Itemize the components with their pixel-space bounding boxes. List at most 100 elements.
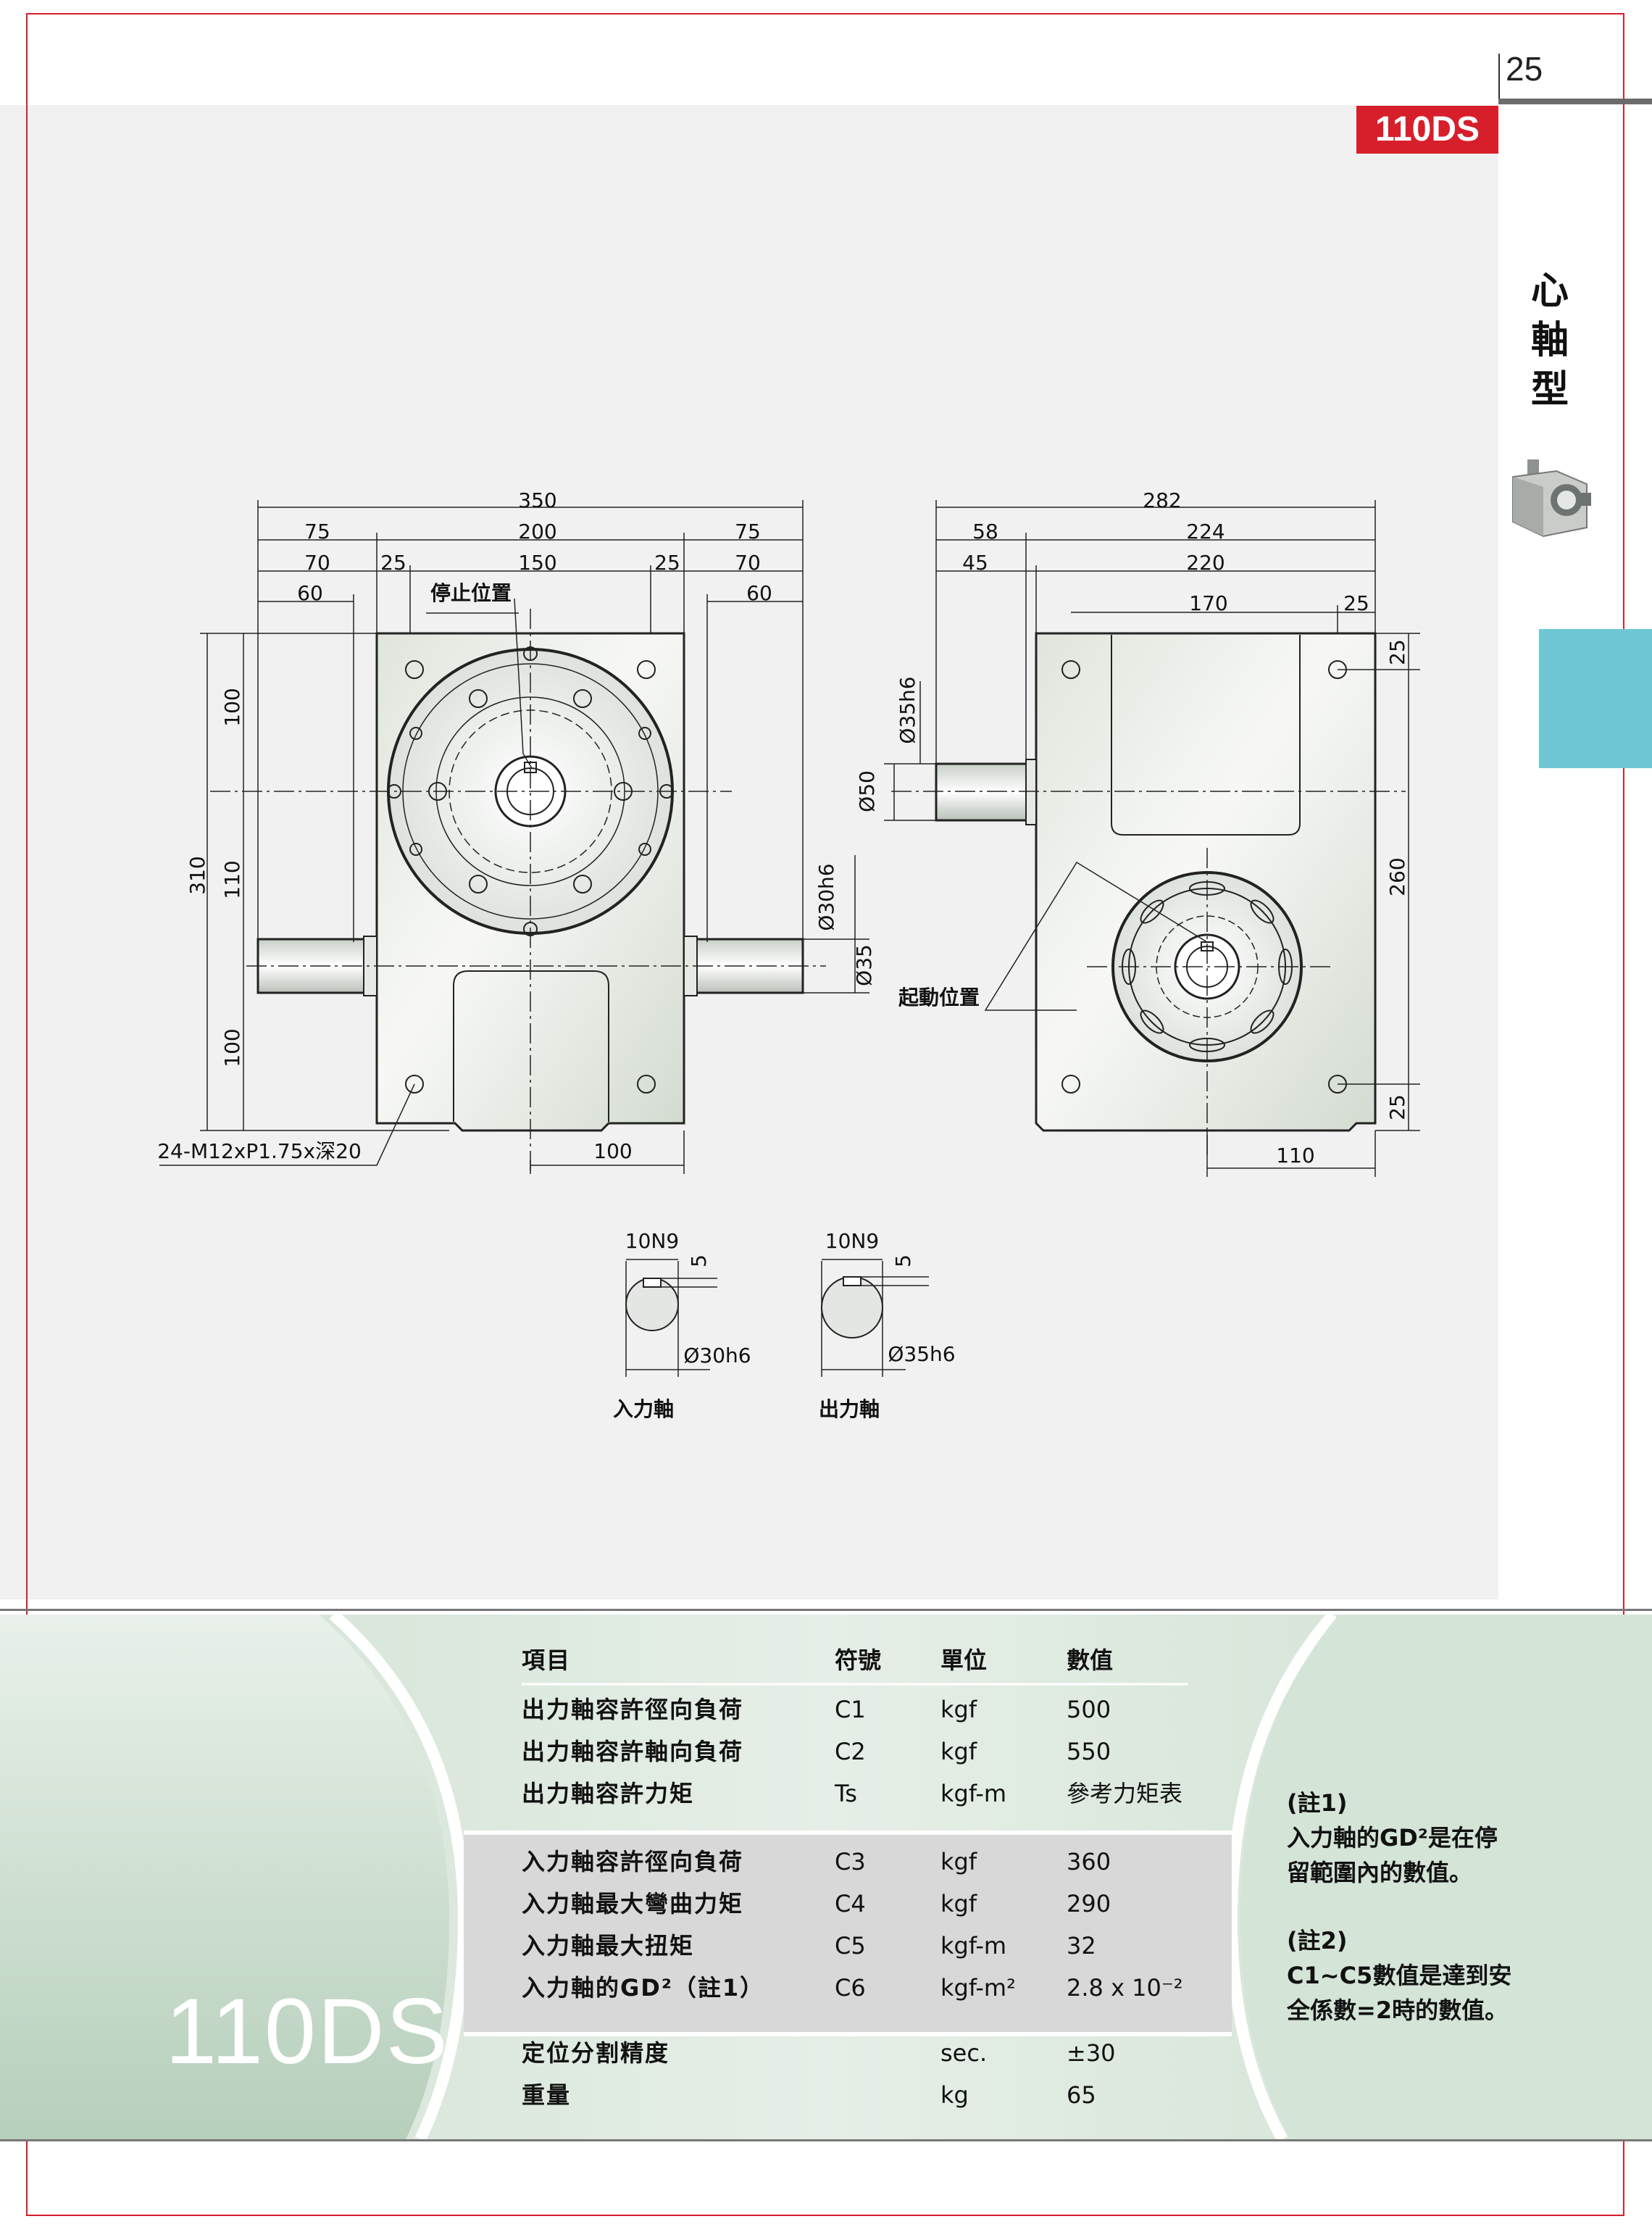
row-value: 550 (1067, 1738, 1111, 1765)
label-stop-position: 停止位置 (430, 581, 512, 605)
spec-top-rule (0, 1609, 1652, 1611)
section-label: 心軸型 (1530, 270, 1569, 412)
dim-75-left: 75 (304, 520, 330, 544)
callout-holes: 24-M12xP1.75x深20 (157, 1139, 362, 1163)
row-item: 入力軸的GD²（註1） (522, 1974, 765, 2002)
dim-100-bottom-front: 100 (593, 1139, 632, 1163)
row-value: 360 (1067, 1848, 1111, 1875)
row-unit: kgf (940, 1738, 977, 1765)
dim-60-left: 60 (297, 581, 323, 605)
row-value: 2.8 x 10⁻² (1067, 1974, 1183, 2002)
dim-58: 58 (972, 520, 998, 544)
indexer-unit-photo-icon (1512, 459, 1591, 538)
dim-45: 45 (962, 551, 988, 575)
row-symbol: C5 (835, 1932, 866, 1960)
dim-25-left: 25 (380, 551, 406, 575)
row-symbol: C3 (835, 1848, 866, 1875)
dim-25-side: 25 (1343, 591, 1369, 615)
dim-200: 200 (518, 520, 556, 544)
row-unit: kg (940, 2081, 969, 2109)
dim-110-side: 110 (1276, 1144, 1314, 1167)
row-symbol: C6 (835, 1974, 866, 2002)
dim-25-right: 25 (654, 551, 680, 575)
caption-output-shaft: 出力軸 (819, 1397, 880, 1421)
row-item: 入力軸最大彎曲力矩 (522, 1890, 744, 1917)
shaft-sections (625, 1259, 929, 1377)
header-symbol: 符號 (835, 1646, 882, 1674)
row-unit: kgf-m (940, 1780, 1007, 1807)
dim-350: 350 (518, 488, 556, 512)
header-unit: 單位 (940, 1646, 988, 1674)
key-input: 10N9 (625, 1229, 679, 1253)
note-1-title: (註1) (1287, 1789, 1348, 1817)
row-value: 290 (1067, 1890, 1111, 1917)
row-item: 出力軸容許徑向負荷 (522, 1696, 744, 1723)
row-unit: kgf (940, 1890, 977, 1917)
depth-output: 5 (891, 1254, 915, 1267)
note-2-title: (註2) (1287, 1927, 1348, 1954)
row-value: 65 (1067, 2081, 1096, 2109)
dim-224: 224 (1186, 520, 1225, 544)
row-symbol: C2 (835, 1738, 866, 1765)
dim-25-side-bottom: 25 (1385, 1094, 1409, 1120)
row-unit: kgf-m² (940, 1974, 1016, 2002)
spec-bottom-rule (0, 2139, 1652, 2141)
series-title: 110DS (165, 1980, 449, 2083)
row-unit: kgf (940, 1696, 977, 1723)
front-lower-pocket (453, 970, 609, 1122)
dim-260: 260 (1385, 857, 1409, 896)
page-number: 25 (1506, 50, 1543, 88)
row-item: 入力軸最大扭矩 (522, 1932, 695, 1960)
spec-band-background (0, 1615, 1652, 2139)
front-corner-holes (405, 660, 656, 1094)
notes: (註1) 入力軸的GD²是在停留範圍內的數值。 (註2) C1~C5數值是達到安… (1287, 1786, 1519, 2061)
dim-220: 220 (1186, 551, 1225, 575)
row-item: 入力軸容許徑向負荷 (522, 1848, 744, 1875)
row-value: ±30 (1067, 2039, 1116, 2067)
row-value: 參考力矩表 (1067, 1780, 1183, 1807)
dim-150: 150 (518, 551, 556, 575)
dim-100-top: 100 (220, 688, 244, 726)
dim-35: Ø35 (852, 944, 876, 986)
row-unit: kgf-m (940, 1932, 1007, 1960)
caption-input-shaft: 入力軸 (613, 1397, 674, 1421)
dim-70-left: 70 (304, 551, 330, 575)
row-item: 出力軸容許軸向負荷 (522, 1738, 744, 1765)
note-2: (註2) C1~C5數值是達到安全係數=2時的數值。 (1287, 1923, 1519, 2028)
dim-282: 282 (1143, 488, 1181, 512)
section-tab (1539, 629, 1652, 768)
label-start-position: 起動位置 (898, 986, 980, 1009)
header-item: 項目 (522, 1646, 572, 1674)
dim-100-bottom: 100 (220, 1028, 244, 1067)
page-number-rule (1498, 54, 1500, 100)
row-unit: kgf (940, 1848, 977, 1875)
model-badge: 110DS (1356, 106, 1498, 154)
row-unit: sec. (940, 2039, 988, 2067)
row-symbol: C1 (835, 1696, 866, 1723)
row-symbol: C4 (835, 1890, 866, 1917)
row-symbol: Ts (835, 1780, 857, 1807)
dim-25-side-top: 25 (1385, 639, 1409, 665)
row-item: 重量 (522, 2081, 572, 2109)
depth-input: 5 (687, 1254, 711, 1267)
technical-drawing: 350 75 200 75 70 25 150 25 70 60 60 停止位置… (157, 488, 1420, 1421)
dim-170: 170 (1189, 591, 1227, 615)
dim-35h6: Ø35h6 (896, 676, 919, 744)
dim-110: 110 (220, 860, 244, 899)
row-value: 500 (1067, 1696, 1111, 1723)
dim-75-right: 75 (735, 520, 761, 544)
side-input-shaft (935, 762, 1038, 822)
row-item: 定位分割精度 (522, 2039, 670, 2067)
row-value: 32 (1067, 1932, 1096, 1960)
note-2-body: C1~C5數值是達到安全係數=2時的數值。 (1287, 1962, 1512, 2024)
dim-50: Ø50 (855, 770, 879, 812)
dim-310: 310 (185, 856, 209, 894)
row-item: 出力軸容許力矩 (522, 1780, 695, 1807)
dia-input: Ø30h6 (683, 1344, 751, 1367)
dim-70-right: 70 (735, 551, 761, 575)
page-header-rule (1498, 99, 1652, 104)
dia-output: Ø35h6 (888, 1342, 955, 1366)
dim-60-right: 60 (746, 581, 772, 605)
note-1-body: 入力軸的GD²是在停留範圍內的數值。 (1287, 1824, 1498, 1886)
side-top-pocket (1111, 635, 1301, 836)
